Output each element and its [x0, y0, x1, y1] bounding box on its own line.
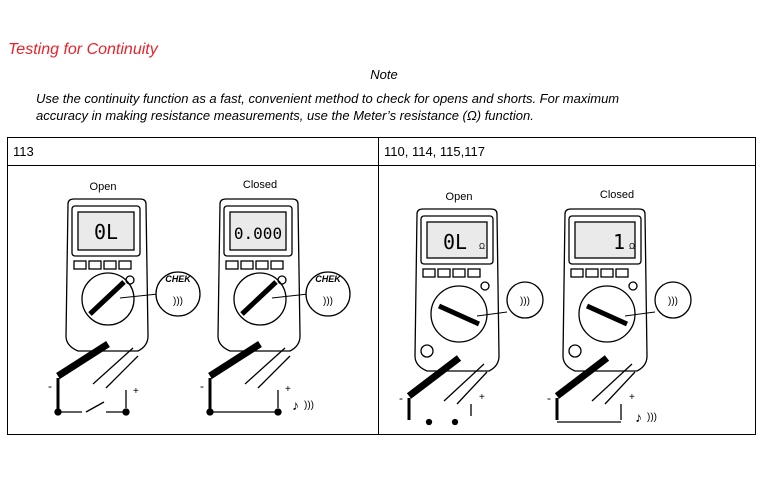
probes-closed: - + ♪ ))): [200, 341, 314, 416]
ohm-unit-closed: Ω: [629, 242, 635, 251]
beep-sound-icon-right: ))): [647, 412, 657, 423]
probes-open-right: - +: [399, 355, 488, 426]
note-line-1: Use the continuity function as a fast, c…: [36, 91, 620, 106]
chek-label-open: CHEK: [165, 274, 192, 284]
continuity-figure-table: 113 110, 114, 115,117 Open Closed 0L: [7, 137, 756, 435]
chek-callout-closed: CHEK ))): [271, 271, 351, 317]
open-reading-right: 0L: [443, 230, 467, 254]
closed-label: Closed: [243, 179, 277, 191]
neg-closed-right: -: [547, 391, 551, 405]
sound-icon-open: ))): [173, 296, 183, 307]
panel-110-117-illustration: Open Closed 0L Ω: [399, 189, 692, 426]
open-reading: 0L: [94, 220, 118, 244]
neg-closed: -: [200, 379, 204, 393]
probes-closed-right: - + ♪ ))): [547, 355, 657, 425]
sound-icon-closed: ))): [323, 296, 333, 307]
sound-icon-right-closed: ))): [668, 296, 678, 307]
meter-open: 0L: [65, 198, 149, 352]
closed-label-right: Closed: [600, 189, 634, 201]
note-heading: Note: [370, 67, 398, 82]
beep-note-icon: ♪: [292, 397, 299, 413]
beep-note-icon-right: ♪: [635, 409, 642, 425]
note-body: Use the continuity function as a fast, c…: [36, 90, 736, 124]
note-line-2: accuracy in making resistance measuremen…: [36, 108, 534, 123]
neg-open-right: -: [399, 391, 403, 405]
chek-callout-open: CHEK ))): [119, 271, 201, 317]
pos-closed-right: +: [629, 392, 635, 403]
panel-113: Open Closed 0L C: [7, 165, 379, 435]
sound-icon-right-open: ))): [520, 296, 530, 307]
pos-open: +: [133, 386, 139, 397]
closed-reading: 0.000: [234, 224, 282, 243]
meter-open-right: 0L Ω: [414, 208, 500, 372]
sound-callout-closed: ))): [624, 281, 692, 319]
meter-closed-right: 1 Ω: [562, 208, 648, 372]
chek-label-closed: CHEK: [315, 274, 342, 284]
header-110-117: 110, 114, 115,117: [378, 137, 756, 166]
section-title: Testing for Continuity: [8, 41, 158, 58]
neg-open: -: [48, 379, 52, 393]
header-113: 113: [7, 137, 379, 166]
pos-closed: +: [285, 384, 291, 395]
sound-callout-open: ))): [476, 281, 544, 319]
beep-sound-icon: ))): [304, 400, 314, 411]
open-label: Open: [90, 181, 117, 193]
pos-open-right: +: [479, 392, 485, 403]
meter-closed: 0.000: [217, 198, 301, 352]
ohm-unit-open: Ω: [479, 242, 485, 251]
open-label-right: Open: [446, 191, 473, 203]
closed-reading-right: 1: [613, 230, 625, 254]
probes-open: - +: [48, 341, 139, 416]
panel-113-illustration: Open Closed 0L C: [48, 179, 351, 416]
panel-110-117: Open Closed 0L Ω: [378, 165, 756, 435]
